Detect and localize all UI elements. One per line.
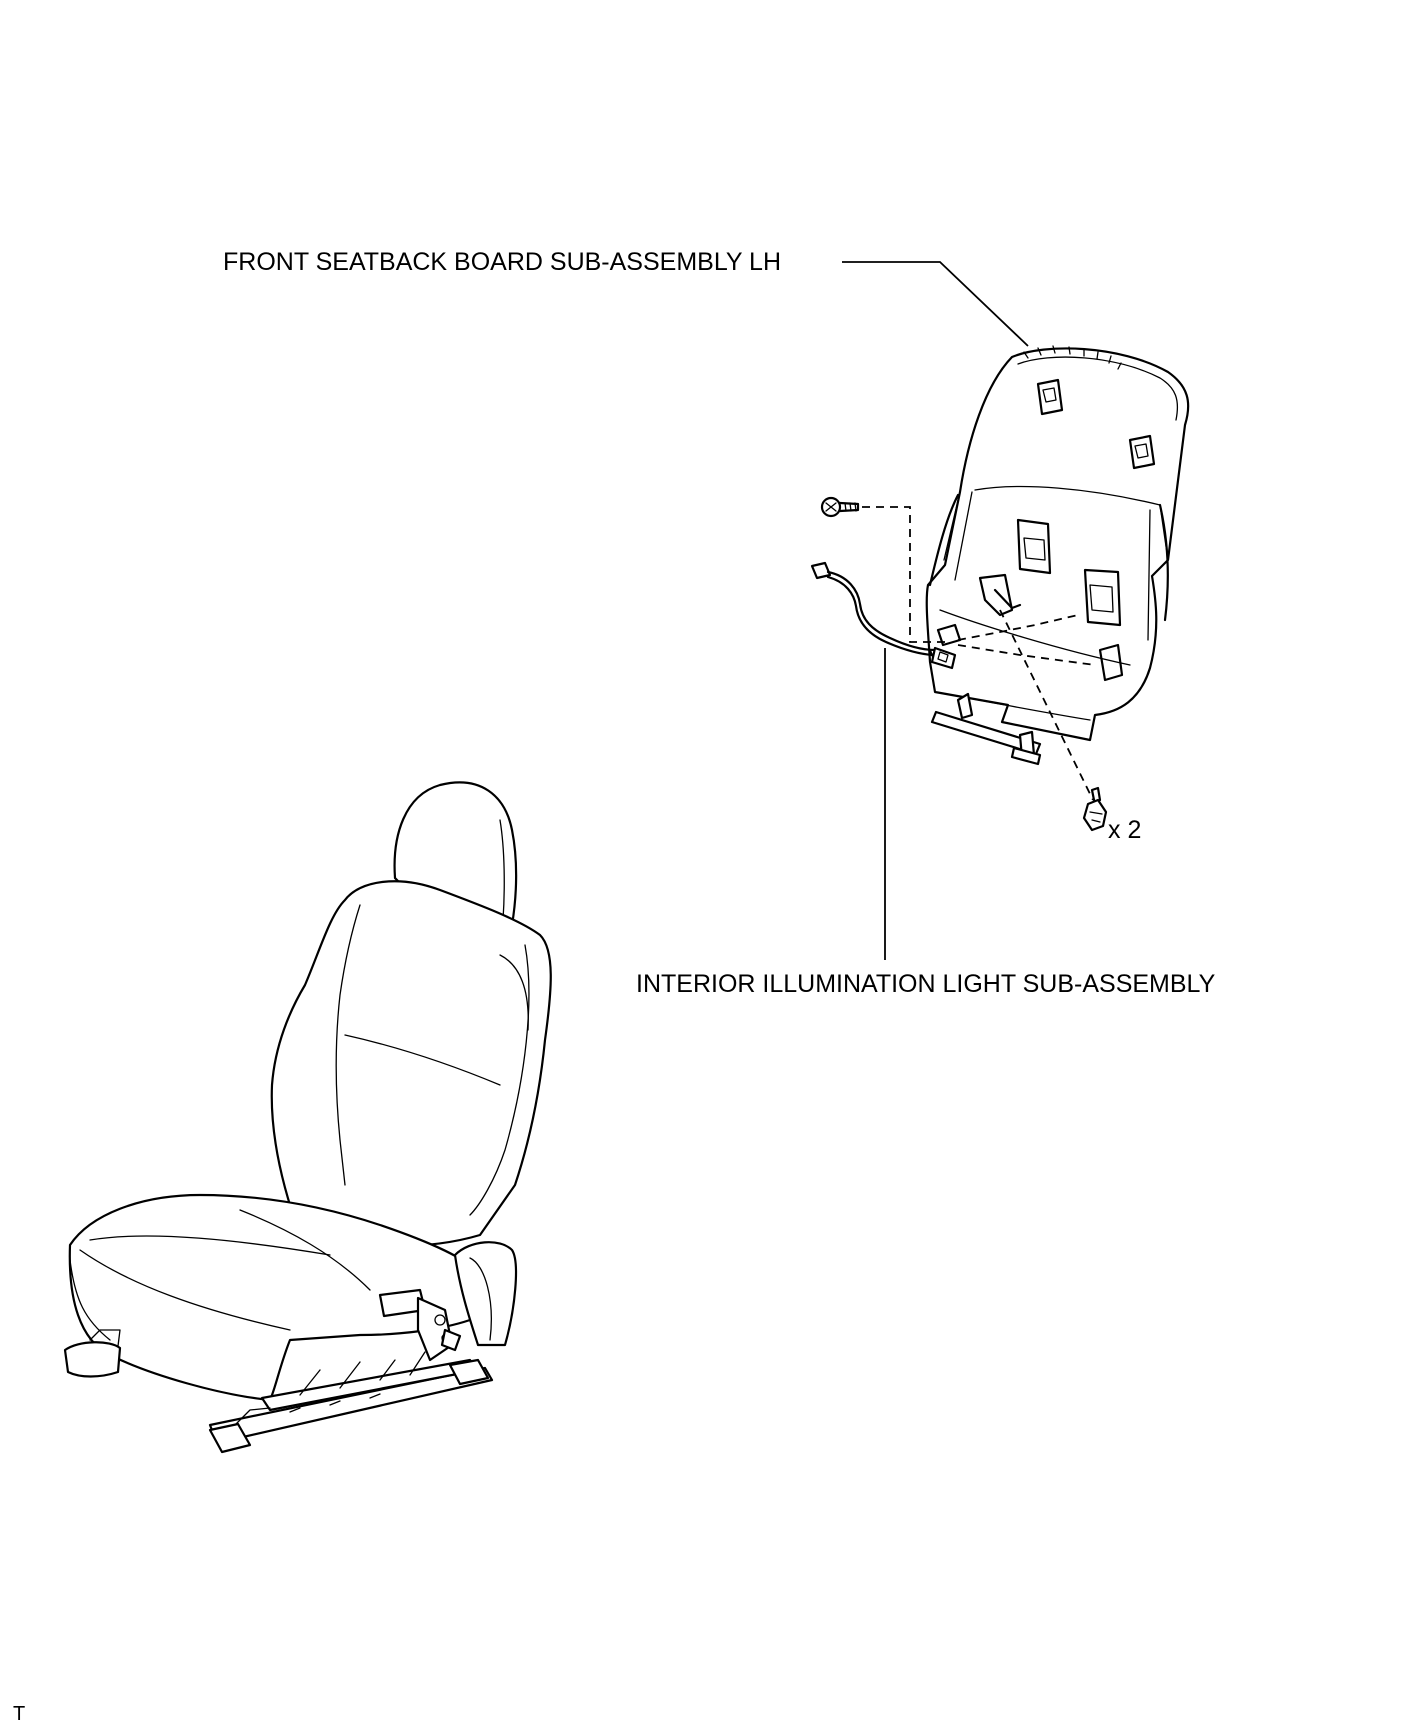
- clip-dashed-guide-down: [999, 609, 1094, 801]
- clip-icon: [1082, 786, 1108, 832]
- clip-dashed-guide-b: [957, 644, 1096, 666]
- front-seat-assembly: [63, 781, 552, 1454]
- seatback-board-leader-line: [842, 261, 1029, 347]
- seatback-board-label: FRONT SEATBACK BOARD SUB-ASSEMBLY LH: [223, 248, 782, 276]
- illumination-light-harness: [810, 561, 957, 670]
- screw-dashed-guide: [862, 506, 948, 643]
- corner-code-label: T: [13, 1703, 26, 1725]
- clip-dashed-guide-a: [957, 614, 1079, 641]
- bottom-bracket-bar: [930, 692, 1042, 766]
- illumination-light-label: INTERIOR ILLUMINATION LIGHT SUB-ASSEMBLY: [636, 970, 1216, 998]
- seatback-board-assembly: [925, 345, 1190, 742]
- clip-quantity-label: x 2: [1108, 816, 1142, 844]
- screw-icon: [820, 496, 860, 518]
